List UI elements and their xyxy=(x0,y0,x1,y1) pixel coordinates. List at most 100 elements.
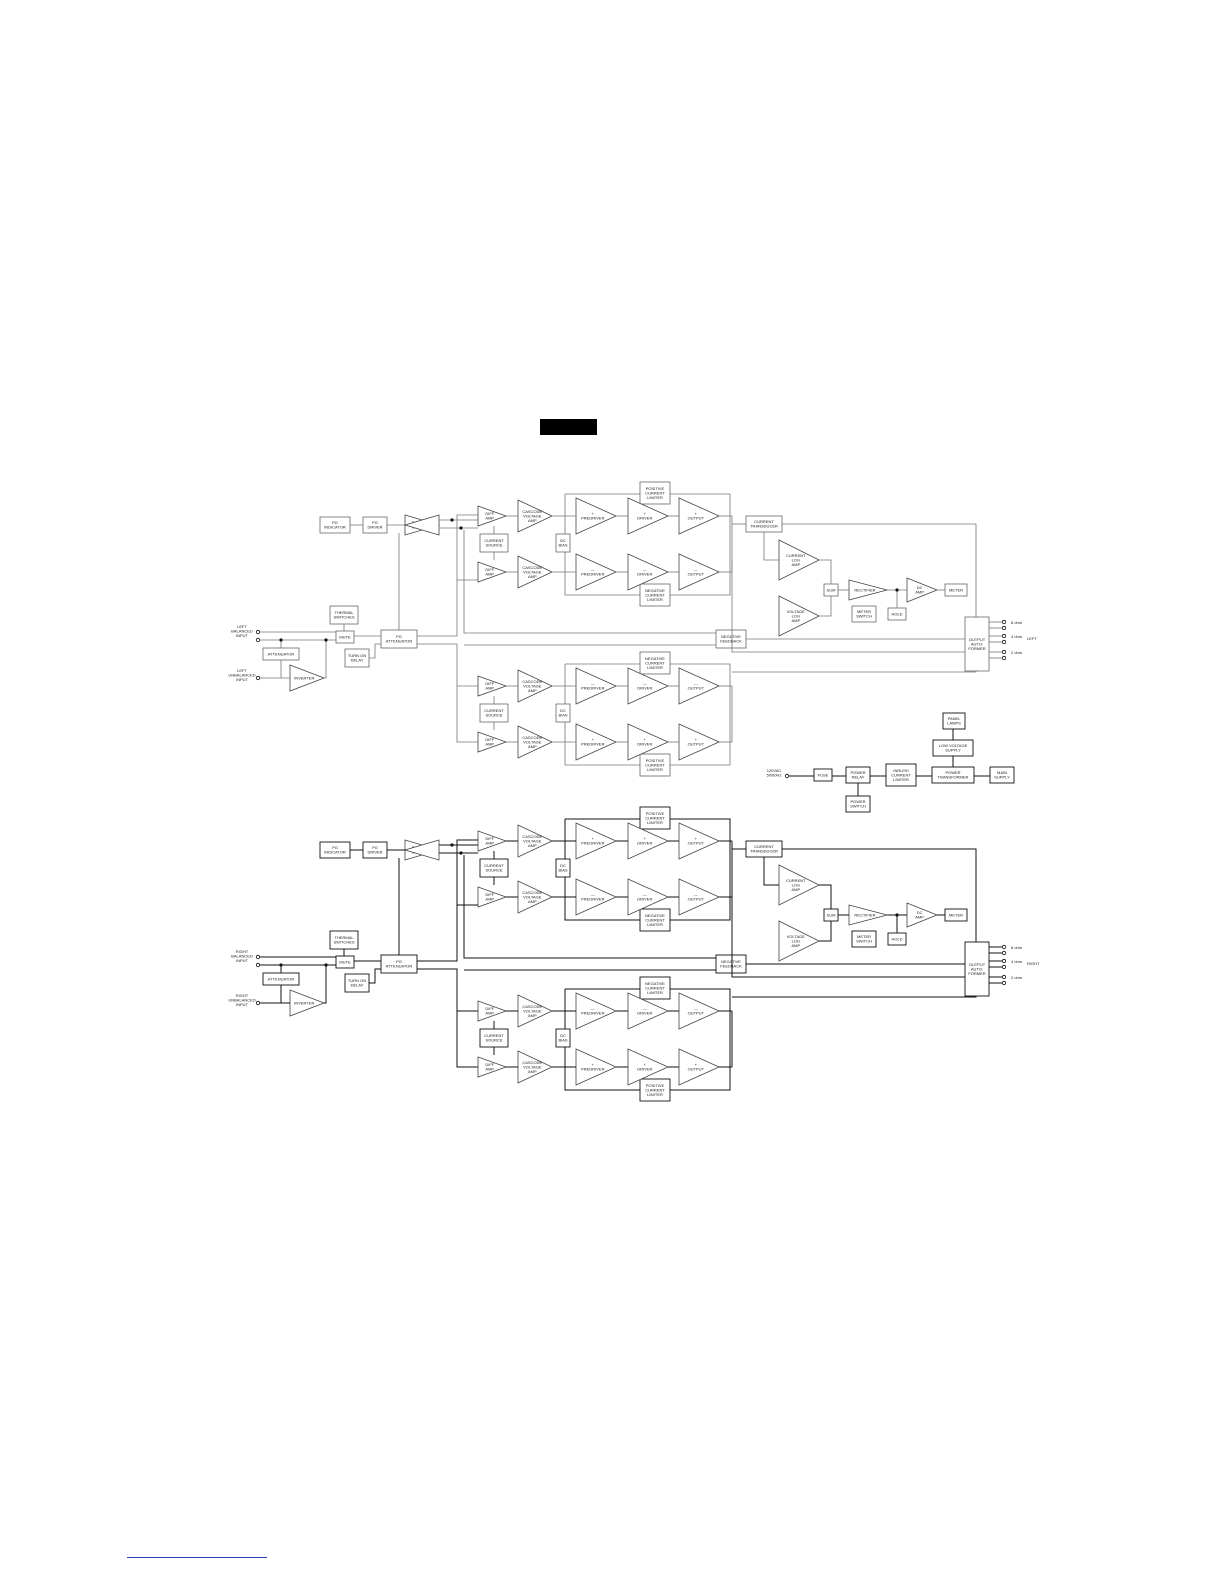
dc-bias xyxy=(555,858,571,878)
terminal xyxy=(1001,655,1007,661)
current-limiter-top-label: POSITIVE xyxy=(646,486,665,491)
diff-amp-label: DIFF xyxy=(485,737,494,742)
diff-amp xyxy=(477,1000,508,1022)
gain-stage-label: — xyxy=(591,892,595,897)
power-relay-label: POWER xyxy=(850,770,865,775)
hold-label: HOLD xyxy=(891,611,902,616)
pg-indicator-label: INDICATOR xyxy=(324,525,346,530)
pg-indicator-label: PG xyxy=(332,520,338,525)
current-log-amp-label: LOG xyxy=(792,882,800,887)
gain-stage-label: + xyxy=(695,1062,698,1067)
gain-stage-label: — xyxy=(591,1006,595,1011)
gain-stage-label: — xyxy=(694,681,698,686)
impedance-tap: 2 ohm xyxy=(1011,975,1023,980)
cascode-voltage-amp-label: AMP xyxy=(528,899,537,904)
gain-stage-label: DRIVER xyxy=(637,897,652,902)
feedback xyxy=(463,530,716,634)
mute-label: MUTE xyxy=(339,634,351,639)
inverter-label: INVERTER xyxy=(294,675,314,680)
impedance-tap: 8 ohm xyxy=(1011,945,1023,950)
inrush-current-limiter-label: LIMITER xyxy=(893,777,909,782)
output-autoformer-label: OUTPUT xyxy=(969,962,986,967)
thermal-switches-label: SWITCHES xyxy=(333,940,354,945)
gain-stage-label: + xyxy=(592,737,595,742)
gain-stage-label: OUTPUT xyxy=(688,1011,705,1016)
current-limiter-bottom-label: CURRENT xyxy=(645,1087,665,1092)
balanced-input-label: RIGHT xyxy=(236,949,249,954)
sense xyxy=(782,523,977,617)
main-supply-label: MAIN xyxy=(997,770,1007,775)
cascode-voltage-amp-label: CASCODE xyxy=(522,735,542,740)
dc-bias-label: BIAS xyxy=(558,543,567,548)
current-limiter-top-label: CURRENT xyxy=(645,660,665,665)
voltage-log-amp xyxy=(778,595,820,637)
diff-amp-label: AMP xyxy=(485,841,494,846)
gain-stage-label: + xyxy=(592,1062,595,1067)
diff-amp-label: DIFF xyxy=(485,836,494,841)
junction-dot xyxy=(895,913,899,917)
limiter-loop xyxy=(670,988,731,1091)
gain-stage-label: PREDRIVER xyxy=(581,572,604,577)
input-wire xyxy=(324,965,327,1004)
cascode-voltage-amp-label: CASCODE xyxy=(522,834,542,839)
unbalanced-input-label: INPUT xyxy=(236,1002,249,1007)
limiter-bus xyxy=(564,494,640,596)
output-bus xyxy=(732,671,977,673)
pg-driver-label: PG xyxy=(372,845,378,850)
output-bus xyxy=(732,996,977,998)
diff-amp-label: DIFF xyxy=(485,511,494,516)
limiter-bus xyxy=(564,819,640,921)
current-limiter-top-label: LIMITER xyxy=(647,990,663,995)
cascode-voltage-amp-label: VOLTAGE xyxy=(523,683,542,688)
junction-dot xyxy=(279,963,283,967)
current-limiter-top xyxy=(639,651,671,675)
current-limiter-top-label: LIMITER xyxy=(647,820,663,825)
voltage-log-amp-label: AMP xyxy=(791,943,800,948)
cascode-voltage-amp-label: VOLTAGE xyxy=(523,569,542,574)
hold-label: HOLD xyxy=(891,936,902,941)
diff-amp xyxy=(477,675,508,697)
input-wire xyxy=(369,643,381,659)
current-transducer-label: CURRENT xyxy=(754,519,774,524)
output-bus xyxy=(731,885,965,978)
gain-stage-label: PREDRIVER xyxy=(581,897,604,902)
thermal-switches-label: SWITCHES xyxy=(333,615,354,620)
impedance-tap: 8 ohm xyxy=(1011,620,1023,625)
sum-label: SUM xyxy=(827,587,836,592)
turn-on-delay-label: DELAY xyxy=(351,658,364,663)
dc-bias-label: BIAS xyxy=(558,1038,567,1043)
gain-stage-label: — xyxy=(591,567,595,572)
junction-dot xyxy=(459,526,463,530)
inrush-current-limiter-label: CURRENT xyxy=(891,772,911,777)
current-limiter-top-label: LIMITER xyxy=(647,495,663,500)
current-source-label: CURRENT xyxy=(484,538,504,543)
gain-stage-label: PREDRIVER xyxy=(581,841,604,846)
cascode-voltage-amp-label: VOLTAGE xyxy=(523,739,542,744)
sense xyxy=(782,848,977,942)
meter-switch-label: METER xyxy=(857,934,871,939)
gain-stage-label: OUTPUT xyxy=(688,841,705,846)
diff-amp-label: AMP xyxy=(485,686,494,691)
voltage-log-amp-label: VOLTAGE xyxy=(787,609,806,614)
low-voltage-supply-label: LOW VOLTAGE xyxy=(939,743,968,748)
terminal xyxy=(1001,649,1007,655)
current-limiter-bottom-label: POSITIVE xyxy=(646,758,665,763)
cascode-voltage-amp-label: AMP xyxy=(528,574,537,579)
dc-bias xyxy=(555,533,571,553)
panel-lamps-label: LAMPS xyxy=(947,721,961,726)
junction-dot xyxy=(450,843,454,847)
cascode-voltage-amp-label: VOLTAGE xyxy=(523,838,542,843)
current-transducer-label: CURRENT xyxy=(754,844,774,849)
current-transducer-label: TRANSDUCER xyxy=(750,524,778,529)
current-limiter-top-label: NEGATIVE xyxy=(645,656,665,661)
meter-switch-label: SWITCH xyxy=(856,614,872,619)
power-transformer-label: TRANSFORMER xyxy=(938,775,969,780)
gain-stage-label: OUTPUT xyxy=(688,897,705,902)
output-autoformer-label: AUTO- xyxy=(971,641,984,646)
gain-stage-label: — xyxy=(643,1006,647,1011)
diff-amp xyxy=(477,886,508,908)
drive xyxy=(417,968,478,1068)
gain-stage-label: + xyxy=(592,511,595,516)
sense xyxy=(819,921,832,942)
unbalanced-input-label: UNBALANCED xyxy=(228,998,255,1003)
